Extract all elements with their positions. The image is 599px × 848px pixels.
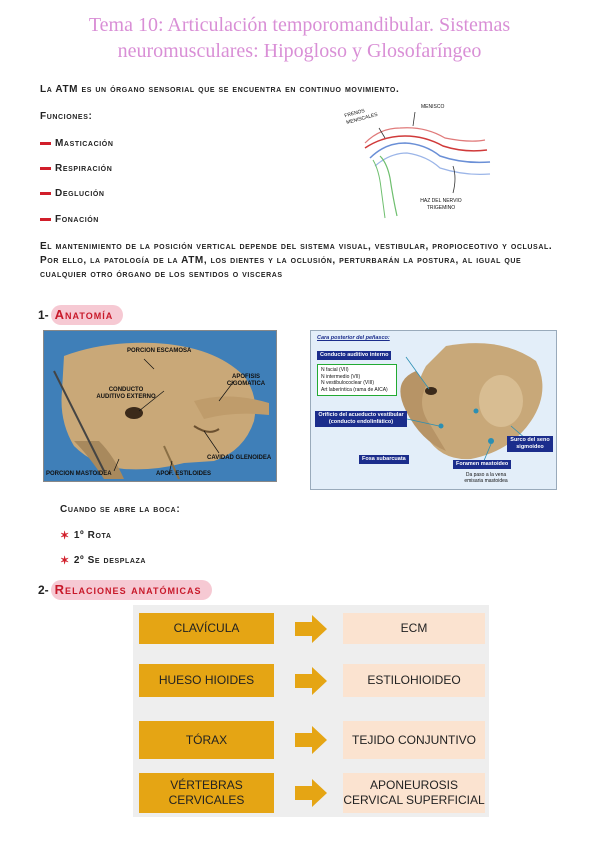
relation-left-box: TÓRAX xyxy=(139,721,274,759)
title-line-1: Tema 10: Articulación temporomandibular.… xyxy=(88,14,511,36)
intro-text: La ATM es un órgano sensorial que se enc… xyxy=(40,84,400,95)
tag-surco-sigmoideo: Surco del seno sigmoideo xyxy=(507,436,553,452)
star-bullet-icon: ✶ xyxy=(60,530,70,542)
label-apofisis-cigomatica: APOFISIS CIGOMATICA xyxy=(226,374,266,387)
petrous-bone-posterior-image: Cara posterior del peñasco: Conducto aud… xyxy=(310,330,557,490)
relations-diagram: CLAVÍCULA ECM HUESO HIOIDES ESTILOHIOIDE… xyxy=(133,605,489,817)
temporal-bone-drawing xyxy=(53,342,269,480)
tag-fosa-subarcuata: Fosa subarcuata xyxy=(359,455,409,464)
section-title: Relaciones anatómicas xyxy=(50,580,212,600)
arrow-right-icon xyxy=(295,615,327,643)
label-porcion-escamosa: PORCION ESCAMOSA xyxy=(127,348,192,354)
dash-bullet-icon xyxy=(40,218,51,221)
label-porcion-mastoidea: PORCION MASTOIDEA xyxy=(46,471,112,477)
tag-conducto-interno: Conducto auditivo interno xyxy=(317,351,392,360)
section-1-heading: 1- Anatomía xyxy=(38,305,124,325)
dash-bullet-icon xyxy=(40,192,51,195)
relation-left-box: HUESO HIOIDES xyxy=(139,664,274,697)
funcion-item: Masticación xyxy=(40,138,114,149)
title-line-2: neuromusculares: Hipogloso y Glosofaríng… xyxy=(117,40,482,62)
tag-orificio-acueducto: Orificio del acueducto vestibular (condu… xyxy=(315,411,407,427)
relation-left-box: VÉRTEBRAS CERVICALES xyxy=(139,773,274,813)
relation-right-box: ESTILOHIOIDEO xyxy=(343,664,485,697)
funcion-item: Deglución xyxy=(40,188,105,199)
nerve-list-item: Art laberíntica (rama de AICA) xyxy=(321,386,388,393)
nerve-list-box: N facial (VII) N intermedio (VII) N vest… xyxy=(317,364,397,396)
label-cavidad-glenoidea: CAVIDAD GLENOIDEA xyxy=(207,455,272,461)
section-number: 2- xyxy=(38,583,49,597)
arrow-right-icon xyxy=(295,779,327,807)
arrow-right-icon xyxy=(295,726,327,754)
postura-paragraph: El mantenimiento de la posición vertical… xyxy=(40,241,553,280)
relation-right-box: APONEUROSIS CERVICAL SUPERFICIAL xyxy=(343,773,485,813)
relation-right-box: ECM xyxy=(343,613,485,644)
sketch-label-haz: HAZ DEL NERVIO TRIGEMINO xyxy=(420,198,462,211)
page-title: Tema 10: Articulación temporomandibular.… xyxy=(0,12,599,64)
relation-left-box: CLAVÍCULA xyxy=(139,613,274,644)
temporal-bone-lateral-image: PORCION ESCAMOSA CONDUCTO AUDITIVO EXTER… xyxy=(43,330,277,482)
funciones-label: Funciones: xyxy=(40,111,93,122)
funcion-item: Fonación xyxy=(40,214,99,225)
atm-sketch-drawing xyxy=(364,111,491,219)
nerve-list-item: N facial (VII) xyxy=(321,367,349,373)
section-2-heading: 2- Relaciones anatómicas xyxy=(38,580,212,600)
boca-label: Cuando se abre la boca: xyxy=(60,504,181,515)
label-conducto-auditivo: CONDUCTO AUDITIVO EXTERNO xyxy=(96,387,156,400)
foramen-note: Da paso a la vena emisaria mastoidea xyxy=(464,472,508,484)
star-bullet-icon: ✶ xyxy=(60,555,70,567)
atm-sketch: FRENOS MENISCALES MENISCO HAZ DEL NERVIO… xyxy=(335,98,495,233)
boca-item: ✶2º Se desplaza xyxy=(60,555,147,567)
nerve-list-item: N vestibulococlear (VIII) xyxy=(321,380,375,386)
petrous-bone-drawing xyxy=(400,343,543,464)
tag-foramen-mastoideo: Foramen mastoideo xyxy=(453,460,512,469)
funcion-item: Respiración xyxy=(40,163,112,174)
arrow-right-icon xyxy=(295,667,327,695)
boca-item: ✶1º Rota xyxy=(60,530,112,542)
section-title: Anatomía xyxy=(50,305,124,325)
label-apof-estiloides: APOF. ESTILOIDES xyxy=(156,471,212,477)
label-cara-posterior: Cara posterior del peñasco: xyxy=(317,335,390,341)
section-number: 1- xyxy=(38,308,49,322)
sketch-label-menisco: MENISCO xyxy=(421,104,445,110)
dash-bullet-icon xyxy=(40,167,51,170)
nerve-list-item: N intermedio (VII) xyxy=(321,373,361,380)
relation-right-box: TEJIDO CONJUNTIVO xyxy=(343,721,485,759)
dash-bullet-icon xyxy=(40,142,51,145)
